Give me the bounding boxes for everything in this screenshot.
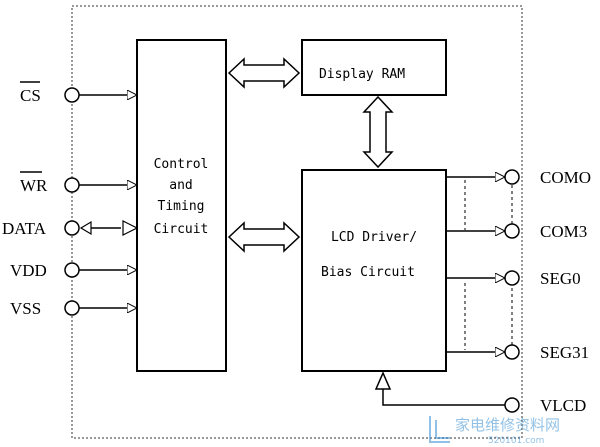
pin-wr-label: WR [20,176,48,195]
pin-vss: VSS [10,299,137,318]
control-timing-block: Control and Timing Circuit [136,39,227,372]
bus-arrow-control-lcd [227,221,301,253]
pin-com3-label: COM3 [540,222,587,241]
pin-seg0-pad [504,270,520,286]
pin-cs-pad [64,87,80,103]
watermark: 家电维修资料网 520101.com [429,416,560,446]
pin-vss-pad [64,300,80,316]
watermark-logo-icon [429,416,450,443]
pin-seg0-label: SEG0 [540,269,581,288]
watermark-url: 520101.com [488,436,544,446]
pin-seg0: SEG0 [446,269,581,288]
bus-arrow-ram-lcd [362,95,394,169]
pin-vlcd-label: VLCD [540,396,586,415]
control-label-line4: Circuit [154,222,209,237]
pin-com3: COM3 [446,222,587,241]
pin-vlcd-pad [504,397,520,413]
lcd-driver-block: LCD Driver/ Bias Circuit [301,169,447,372]
pin-cs: CS [20,81,137,105]
lcd-driver-label-line1: LCD Driver/ [331,230,417,245]
pin-vdd-label: VDD [10,261,47,280]
display-ram-label: Display RAM [319,67,405,82]
pin-com3-pad [504,223,520,239]
pin-seg31-label: SEG31 [540,343,589,362]
pin-cs-label: CS [20,86,41,105]
pin-seg31-pad [504,344,520,360]
pin-seg31: SEG31 [446,343,589,362]
pin-vss-label: VSS [10,299,41,318]
pin-wr-pad [64,177,80,193]
pin-com0-label: COMO [540,168,591,187]
lcd-driver-label-line2: Bias Circuit [321,265,415,280]
pin-wr: WR [20,171,137,195]
pin-vlcd: VLCD [374,371,586,415]
display-ram-block: Display RAM [301,39,447,96]
control-label-line2: and [169,178,192,193]
pin-data-pad [64,220,80,236]
pin-data-label: DATA [2,219,47,238]
bus-arrow-control-ram [227,57,301,89]
watermark-text: 家电维修资料网 [455,416,560,434]
control-label-line3: Timing [158,199,205,214]
pin-com0: COMO [446,168,591,187]
control-label-line1: Control [154,157,209,172]
pin-com0-pad [504,169,520,185]
pin-vdd-pad [64,262,80,278]
pin-data: DATA [2,219,139,238]
pin-vdd: VDD [10,261,137,280]
